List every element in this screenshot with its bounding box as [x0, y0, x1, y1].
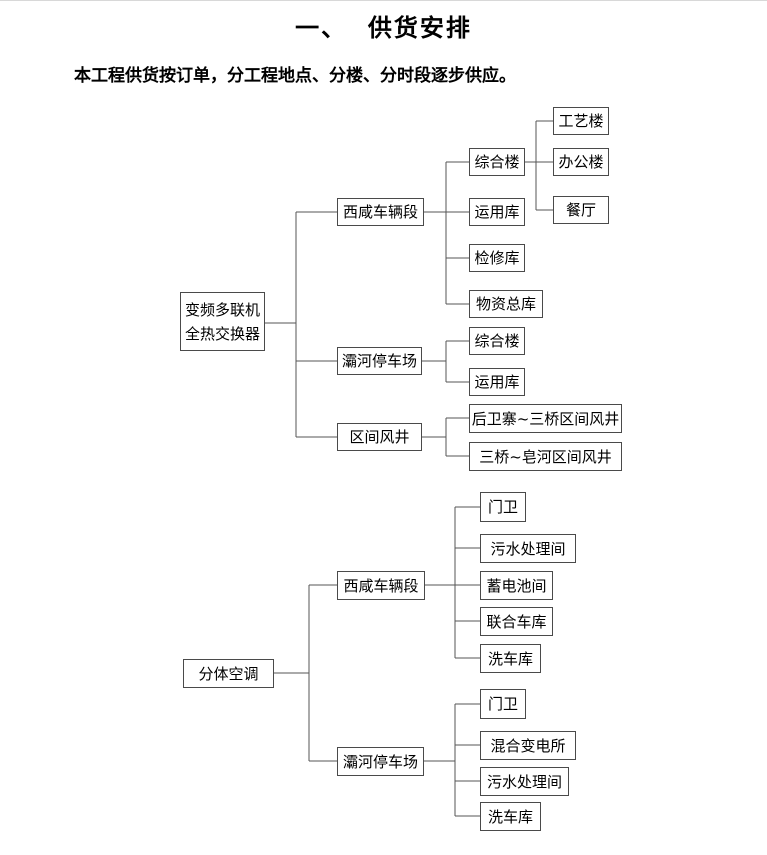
split-bahe-building-4-label: 洗车库: [487, 807, 533, 826]
split-xixian-building-1-label: 门卫: [487, 498, 518, 516]
intro-paragraph: 本工程供货按订单，分工程地点、分楼、分时段逐步供应。: [74, 66, 516, 86]
vrf-complex-child-1: 工艺楼: [553, 107, 609, 135]
split-xixian-building-1: 门卫: [480, 492, 526, 522]
page-top-rule: [0, 0, 767, 1]
vrf-shaft-building-2-label: 三桥~皂河区间风井: [479, 447, 612, 466]
split-xixian-building-2: 污水处理间: [480, 534, 576, 563]
vrf-xixian-building-3-label: 检修库: [474, 249, 520, 267]
vrf-xixian-building-4-label: 物资总库: [475, 295, 536, 313]
split-site-xixian-label: 西咸车辆段: [343, 576, 419, 595]
vrf-shaft-building-2: 三桥~皂河区间风井: [469, 442, 622, 471]
vrf-site-shaft-label: 区间风井: [349, 428, 410, 446]
split-bahe-building-2: 混合变电所: [480, 731, 576, 760]
vrf-xixian-building-1: 综合楼: [469, 148, 525, 176]
split-bahe-building-3-label: 污水处理间: [486, 772, 562, 791]
vrf-site-shaft: 区间风井: [337, 423, 422, 451]
split-xixian-building-3: 蓄电池间: [480, 571, 553, 600]
vrf-root-label: 变频多联机 全热交换器: [184, 300, 260, 343]
vrf-root-node: 变频多联机 全热交换器: [180, 292, 265, 351]
split-root-label: 分体空调: [198, 664, 259, 683]
vrf-site-bahe: 灞河停车场: [337, 347, 422, 375]
split-xixian-building-4-label: 联合车库: [486, 612, 547, 631]
split-xixian-building-5-label: 洗车库: [487, 649, 533, 668]
vrf-xixian-building-3: 检修库: [469, 244, 525, 272]
split-xixian-building-5: 洗车库: [480, 644, 541, 673]
vrf-bahe-building-2: 运用库: [469, 368, 525, 396]
split-bahe-building-1: 门卫: [480, 689, 526, 719]
vrf-shaft-building-1-label: 后卫寨~三桥区间风井: [471, 409, 620, 428]
vrf-xixian-building-2-label: 运用库: [474, 203, 520, 221]
vrf-bahe-building-1: 综合楼: [469, 327, 525, 355]
vrf-site-xixian: 西咸车辆段: [337, 198, 424, 226]
vrf-complex-child-2: 办公楼: [553, 148, 609, 176]
split-bahe-building-4: 洗车库: [480, 802, 541, 831]
split-site-bahe-label: 灞河停车场: [342, 752, 418, 771]
vrf-bahe-building-2-label: 运用库: [474, 373, 520, 391]
split-site-bahe: 灞河停车场: [337, 747, 424, 776]
split-xixian-building-2-label: 污水处理间: [490, 539, 566, 558]
vrf-complex-child-3: 餐厅: [553, 196, 609, 224]
vrf-complex-child-1-label: 工艺楼: [558, 112, 604, 130]
vrf-site-bahe-label: 灞河停车场: [341, 352, 417, 370]
vrf-complex-child-2-label: 办公楼: [558, 153, 604, 171]
split-bahe-building-2-label: 混合变电所: [490, 736, 566, 755]
split-root-node: 分体空调: [183, 659, 274, 688]
split-bahe-building-1-label: 门卫: [487, 695, 518, 713]
split-site-xixian: 西咸车辆段: [337, 571, 425, 600]
vrf-xixian-building-4: 物资总库: [469, 290, 543, 318]
vrf-xixian-building-1-label: 综合楼: [474, 153, 520, 171]
vrf-complex-child-3-label: 餐厅: [565, 201, 596, 219]
vrf-shaft-building-1: 后卫寨~三桥区间风井: [469, 404, 622, 433]
vrf-site-xixian-label: 西咸车辆段: [342, 203, 418, 221]
vrf-bahe-building-1-label: 综合楼: [474, 332, 520, 350]
page-title: 一、 供货安排: [295, 14, 472, 42]
split-xixian-building-4: 联合车库: [480, 607, 553, 636]
split-bahe-building-3: 污水处理间: [480, 767, 569, 796]
split-xixian-building-3-label: 蓄电池间: [486, 576, 547, 595]
vrf-xixian-building-2: 运用库: [469, 198, 525, 226]
